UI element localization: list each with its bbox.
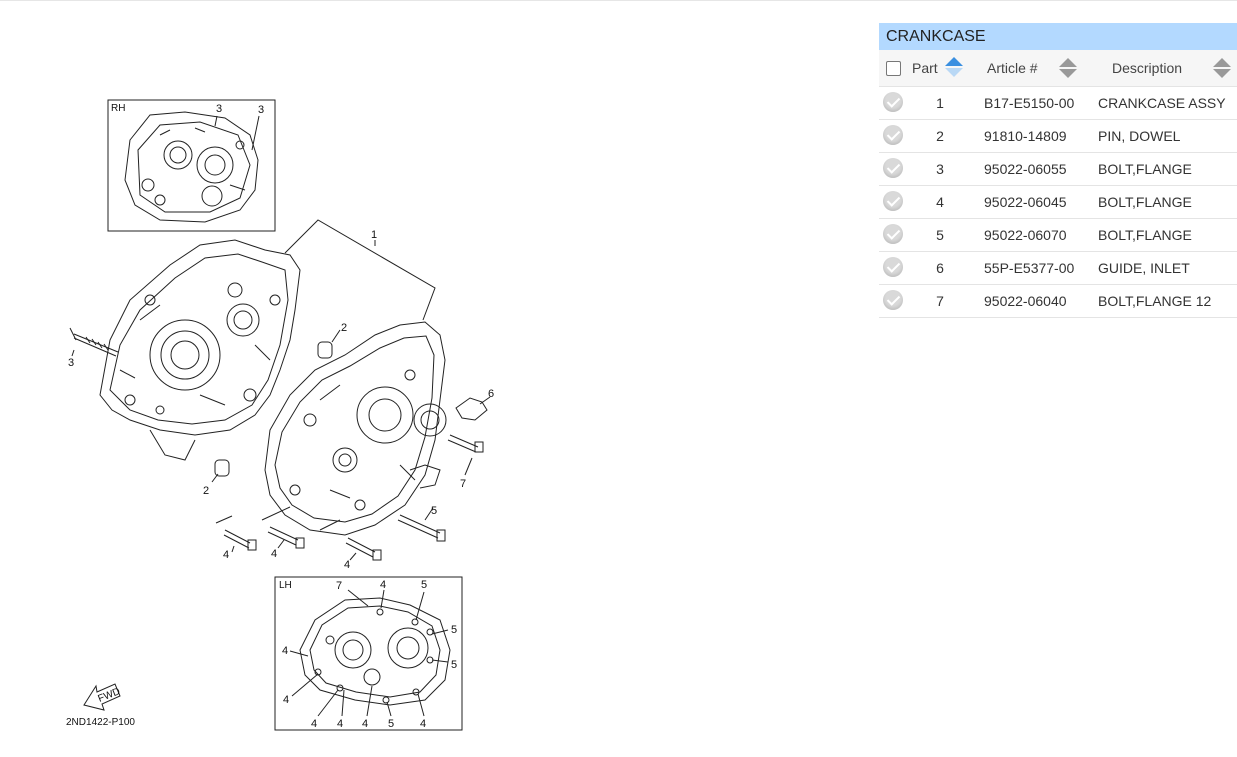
table-header: Part Article # Description <box>879 50 1237 87</box>
callout-4: 4 <box>223 549 229 561</box>
cell-description: CRANKCASE ASSY <box>1098 95 1226 111</box>
inset-rh-frame <box>107 99 276 232</box>
cell-description: PIN, DOWEL <box>1098 128 1181 144</box>
table-row[interactable]: 6 55P-E5377-00 GUIDE, INLET <box>879 252 1237 285</box>
fwd-label: FWD <box>97 686 122 705</box>
callout-2: 2 <box>203 485 209 497</box>
parts-diagram: RH 3 3 1 2 3 6 7 2 5 4 4 4 LH 7 4 5 5 5 … <box>66 99 494 731</box>
callout-5: 5 <box>451 659 457 671</box>
diagram-code: 2ND1422-P100 <box>66 717 135 728</box>
exploded-view-drawing: RH 3 3 1 2 3 6 7 2 5 4 4 4 LH 7 4 5 5 5 … <box>68 99 494 731</box>
column-header-description[interactable]: Description <box>1112 60 1183 76</box>
callout-4: 4 <box>271 548 277 560</box>
cell-part: 5 <box>936 227 944 243</box>
cell-description: BOLT,FLANGE 12 <box>1098 293 1212 309</box>
cell-article: 95022-06045 <box>984 194 1067 210</box>
callout-2: 2 <box>341 322 347 334</box>
callout-4: 4 <box>337 718 343 730</box>
cell-part: 7 <box>936 293 944 309</box>
check-icon[interactable] <box>883 92 903 112</box>
check-icon[interactable] <box>883 290 903 310</box>
table-row[interactable]: 4 95022-06045 BOLT,FLANGE <box>879 186 1237 219</box>
check-icon[interactable] <box>883 257 903 277</box>
callout-4: 4 <box>420 718 426 730</box>
table-row[interactable]: 5 95022-06070 BOLT,FLANGE <box>879 219 1237 252</box>
callout-5: 5 <box>451 624 457 636</box>
callout-5: 5 <box>431 505 437 517</box>
callout-4: 4 <box>344 559 350 571</box>
parts-list-panel: CRANKCASE Part Article # Description 1 B… <box>879 23 1237 318</box>
column-header-article[interactable]: Article # <box>987 60 1038 76</box>
check-icon[interactable] <box>883 224 903 244</box>
callout-3: 3 <box>258 104 264 116</box>
callout-3: 3 <box>216 103 222 115</box>
cell-description: BOLT,FLANGE <box>1098 227 1192 243</box>
column-header-part[interactable]: Part <box>912 60 938 76</box>
cell-part: 1 <box>936 95 944 111</box>
cell-part: 6 <box>936 260 944 276</box>
table-row[interactable]: 7 95022-06040 BOLT,FLANGE 12 <box>879 285 1237 318</box>
callout-4: 4 <box>311 718 317 730</box>
inset-rh-label: RH <box>111 103 125 114</box>
select-all-checkbox[interactable] <box>886 60 901 76</box>
cell-article: 95022-06055 <box>984 161 1067 177</box>
callout-7: 7 <box>460 478 466 490</box>
sort-description-icon[interactable] <box>1213 58 1231 78</box>
cell-description: GUIDE, INLET <box>1098 260 1190 276</box>
callout-4: 4 <box>362 718 368 730</box>
callout-5: 5 <box>421 579 427 591</box>
inset-lh-label: LH <box>279 580 292 591</box>
cell-description: BOLT,FLANGE <box>1098 161 1192 177</box>
inset-lh-frame <box>274 576 463 731</box>
section-title: CRANKCASE <box>879 23 1237 50</box>
cell-part: 4 <box>936 194 944 210</box>
check-icon[interactable] <box>883 125 903 145</box>
cell-part: 2 <box>936 128 944 144</box>
callout-5: 5 <box>388 718 394 730</box>
callout-3: 3 <box>68 357 74 369</box>
callout-7: 7 <box>336 580 342 592</box>
cell-article: 91810-14809 <box>984 128 1067 144</box>
callout-1: 1 <box>371 229 377 241</box>
sort-part-icon[interactable] <box>945 57 963 77</box>
cell-description: BOLT,FLANGE <box>1098 194 1192 210</box>
callout-4: 4 <box>282 645 288 657</box>
check-icon[interactable] <box>883 158 903 178</box>
callout-4: 4 <box>283 694 289 706</box>
cell-article: 95022-06070 <box>984 227 1067 243</box>
check-icon[interactable] <box>883 191 903 211</box>
cell-article: 95022-06040 <box>984 293 1067 309</box>
cell-article: B17-E5150-00 <box>984 95 1075 111</box>
cell-article: 55P-E5377-00 <box>984 260 1075 276</box>
table-row[interactable]: 3 95022-06055 BOLT,FLANGE <box>879 153 1237 186</box>
table-row[interactable]: 1 B17-E5150-00 CRANKCASE ASSY <box>879 87 1237 120</box>
callout-6: 6 <box>488 388 494 400</box>
callout-4: 4 <box>380 579 386 591</box>
cell-part: 3 <box>936 161 944 177</box>
top-divider <box>0 0 1237 1</box>
table-row[interactable]: 2 91810-14809 PIN, DOWEL <box>879 120 1237 153</box>
sort-article-icon[interactable] <box>1059 58 1077 78</box>
